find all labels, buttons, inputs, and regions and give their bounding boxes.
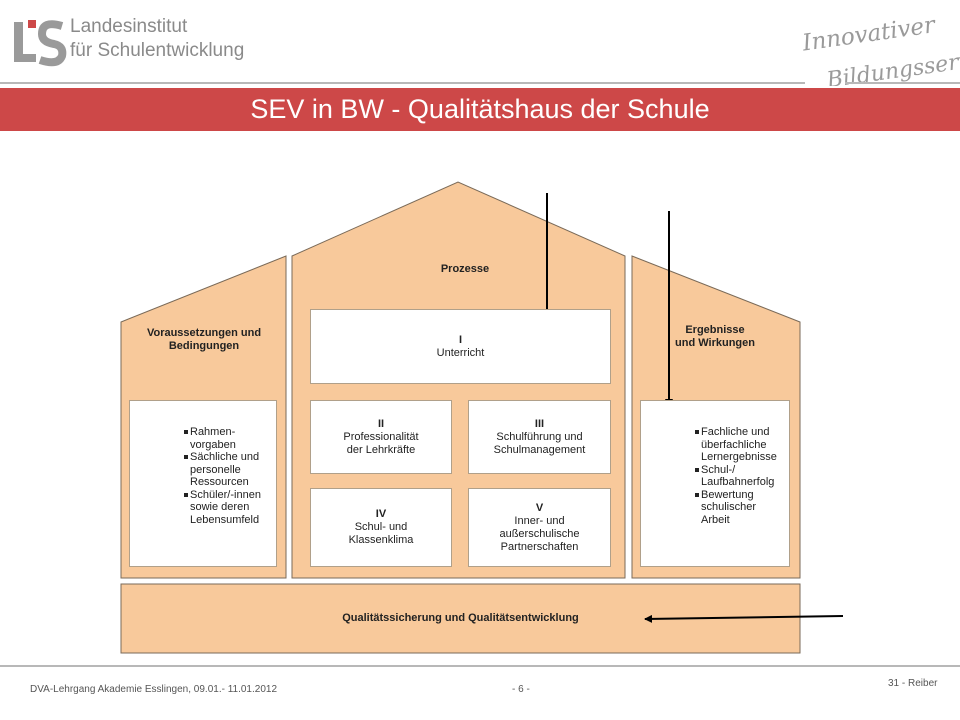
- institute-name-line-1: Landesinstitut: [70, 16, 188, 37]
- box-partnerschaften: V Inner- und außerschulische Partnerscha…: [468, 488, 611, 567]
- roof-label: Prozesse: [440, 263, 490, 275]
- foundation-label: Qualitätssicherung und Qualitätsentwickl…: [342, 612, 579, 624]
- arrow-to-qualitaetssicherung: [644, 614, 844, 623]
- footer-divider: [0, 665, 960, 667]
- box-klassenklima: IV Schul- und Klassenklima: [310, 488, 452, 567]
- box-schulfuehrung: III Schulführung und Schulmanagement: [468, 400, 611, 474]
- header-divider-right: [845, 82, 960, 84]
- box-professionalitaet: II Professionalität der Lehrkräfte: [310, 400, 452, 474]
- institute-name-line-2: für Schulentwicklung: [70, 40, 245, 61]
- footer-event: DVA-Lehrgang Akademie Esslingen, 09.01.-…: [30, 684, 278, 695]
- page-number: - 6 -: [512, 684, 530, 695]
- header-divider: [0, 82, 805, 84]
- ls-logo-icon: [14, 20, 67, 67]
- slogan-signature: Innovativer Bildungsservice: [800, 12, 960, 86]
- slide-title: SEV in BW - Qualitätshaus der Schule: [250, 94, 710, 124]
- list-item: Schul-/Laufbahnerfolg: [695, 464, 789, 489]
- list-item: Rahmen-vorgaben: [184, 426, 276, 451]
- box-unterricht: I Unterricht: [310, 309, 611, 384]
- footer-slide-author: 31 - Reiber: [888, 678, 938, 689]
- title-bar: SEV in BW - Qualitätshaus der Schule: [0, 88, 960, 131]
